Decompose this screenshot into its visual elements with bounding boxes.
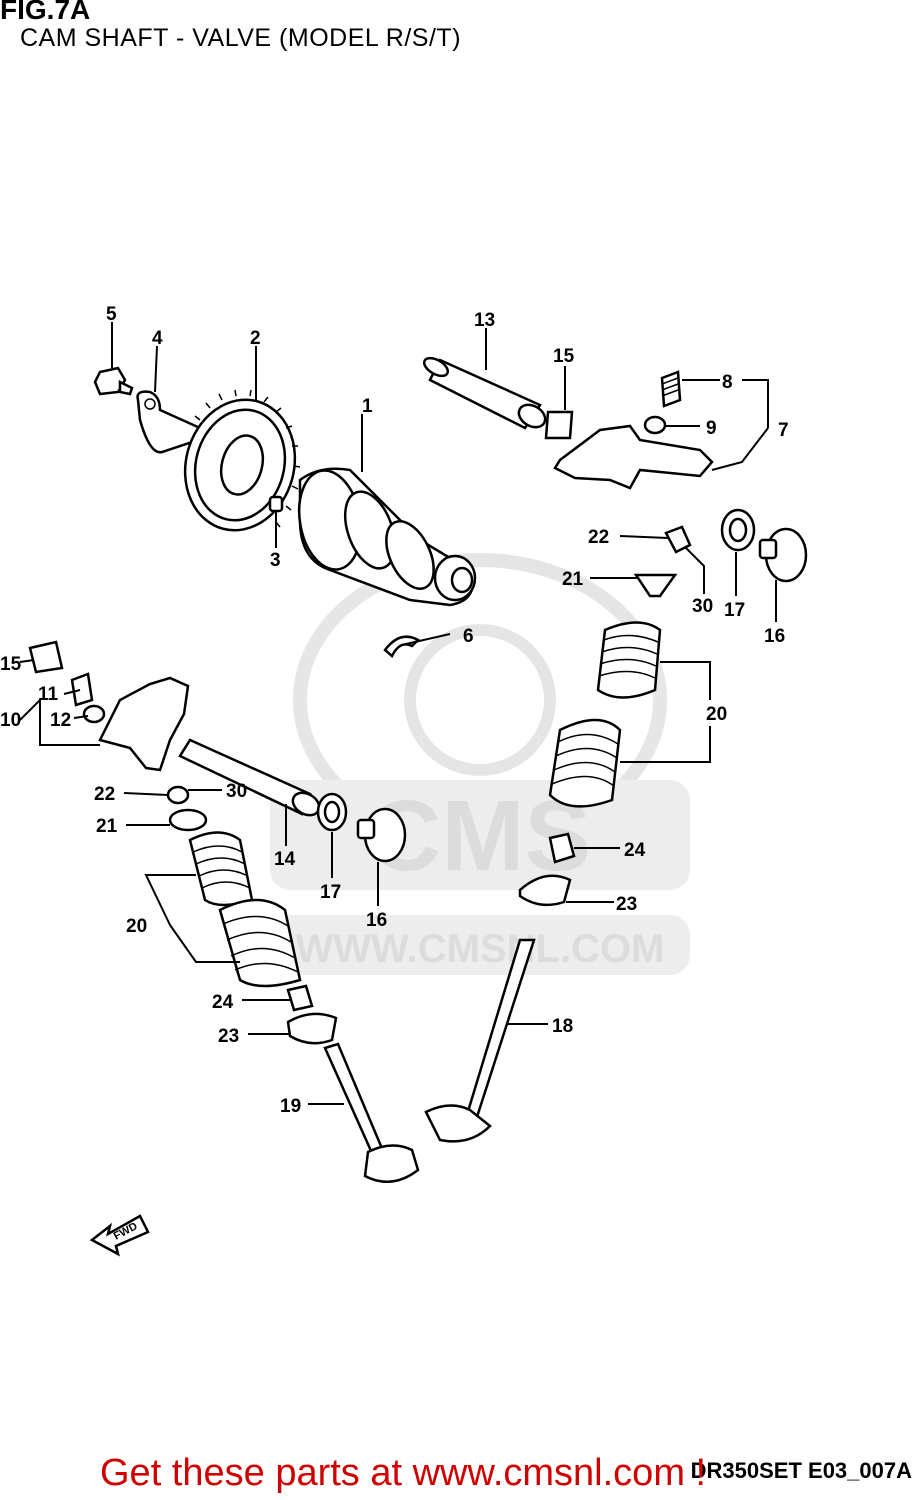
label-9: 9 — [706, 418, 717, 439]
part-valve-19 — [323, 1042, 420, 1183]
part-seal-17-left — [316, 792, 348, 832]
label-16-right: 16 — [764, 626, 785, 647]
label-16-left: 16 — [366, 910, 387, 931]
watermark-url: WWW.CMSNL.COM — [296, 927, 665, 971]
label-20-right: 20 — [706, 704, 727, 725]
label-18: 18 — [552, 1016, 573, 1037]
document-code: DR350SET E03_007A — [690, 1458, 912, 1483]
label-14: 14 — [274, 849, 296, 870]
part-seat-21-left — [168, 808, 208, 832]
label-21-left: 21 — [96, 816, 118, 837]
figure-number: FIG.7A — [0, 0, 91, 25]
label-13: 13 — [474, 310, 495, 331]
label-17-left: 17 — [320, 882, 341, 903]
part-oring-15-left — [28, 640, 64, 674]
part-seal-24-right — [548, 832, 576, 864]
part-cotter-22-left — [166, 785, 190, 805]
part-rocker-arm-10 — [98, 676, 190, 772]
label-4: 4 — [152, 328, 163, 349]
label-5: 5 — [106, 304, 117, 325]
part-labels: 1 2 3 4 5 6 7 8 9 10 11 12 13 14 15 15 1… — [0, 304, 789, 1117]
part-rocker-arm-7 — [553, 424, 714, 490]
part-bolt-5 — [93, 366, 134, 396]
label-2: 2 — [250, 328, 261, 349]
part-camshaft-1 — [297, 467, 477, 607]
leader-lines — [19, 322, 777, 1105]
part-rocker-shaft-13 — [422, 356, 547, 430]
part-cap-16-right — [758, 527, 808, 583]
label-22-right: 22 — [588, 527, 609, 548]
part-rocker-shaft-14 — [178, 738, 321, 817]
figure-subtitle: CAM SHAFT - VALVE (MODEL R/S/T) — [20, 24, 462, 52]
part-spring-20-right — [548, 621, 662, 808]
part-seal-17-right — [720, 508, 756, 552]
label-23-right: 23 — [616, 894, 637, 915]
label-10: 10 — [0, 710, 21, 731]
label-19: 19 — [280, 1096, 301, 1117]
part-seat-21-right — [633, 573, 678, 598]
part-cap-16-left — [356, 807, 407, 863]
label-6: 6 — [463, 626, 474, 647]
label-24-right: 24 — [624, 840, 646, 861]
label-11: 11 — [38, 684, 59, 705]
footer-promo-link[interactable]: Get these parts at www.cmsnl.com ! — [100, 1452, 707, 1494]
label-12: 12 — [50, 710, 71, 731]
part-adjuster-8-9-top — [643, 370, 682, 435]
part-pin-3 — [268, 495, 284, 513]
label-8: 8 — [722, 372, 733, 393]
label-15-left: 15 — [0, 654, 22, 675]
part-sprocket-2 — [183, 389, 301, 532]
label-24-left: 24 — [212, 992, 234, 1013]
part-cotter-22-right — [664, 525, 692, 554]
part-retainer-23-right — [518, 874, 572, 907]
label-23-left: 23 — [218, 1026, 239, 1047]
label-21-right: 21 — [562, 569, 584, 590]
part-bracket-4 — [136, 390, 202, 454]
label-15-top: 15 — [553, 346, 575, 367]
label-30-right: 30 — [692, 596, 713, 617]
forward-direction-arrow: FWD — [89, 1214, 150, 1257]
label-3: 3 — [270, 550, 281, 571]
part-oring-15-top — [544, 410, 574, 440]
label-17-right: 17 — [724, 600, 745, 621]
part-adjuster-11-12-left — [70, 672, 106, 724]
part-spring-20-left — [188, 831, 302, 988]
part-valve-18 — [424, 938, 536, 1143]
label-30-left: 30 — [226, 781, 247, 802]
part-retainer-23-left — [286, 1012, 338, 1045]
label-22-left: 22 — [94, 784, 115, 805]
part-seal-24-left — [286, 984, 314, 1012]
label-20-left: 20 — [126, 916, 147, 937]
part-clip-6 — [383, 635, 421, 658]
label-1: 1 — [362, 396, 373, 417]
label-7: 7 — [778, 420, 789, 441]
